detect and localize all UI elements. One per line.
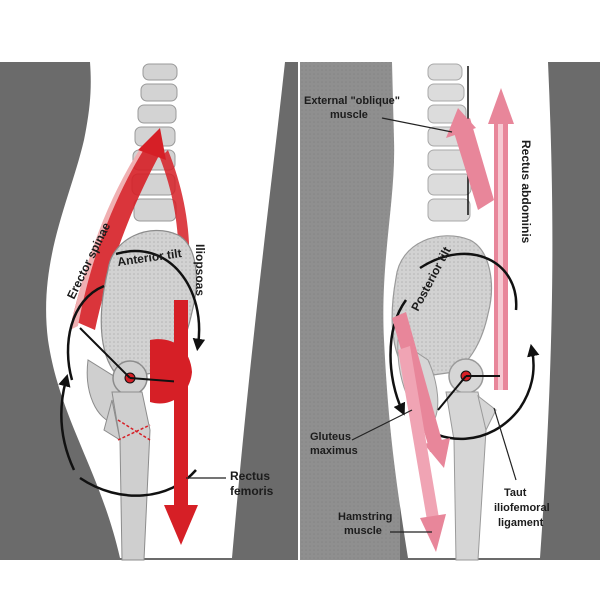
right-rotation-arrow-left <box>389 299 408 416</box>
left-panel: Erector spinae Anterior tilt Iliopsoas R… <box>0 62 298 561</box>
label-rectus-abdominis: Rectus abdominis <box>519 140 533 244</box>
label-gluteus-line1: Gluteus <box>310 431 351 443</box>
hamstring-arrowhead <box>420 514 446 552</box>
right-femur <box>445 391 487 561</box>
label-gluteus-line2: maximus <box>310 445 358 457</box>
label-taut-line1: Taut <box>504 487 527 499</box>
label-femoris-line2: femoris <box>230 484 274 498</box>
left-rotation-arc-left <box>66 284 105 381</box>
rectus-femoris-arrowhead <box>164 505 198 545</box>
rectus-abdominis-arrowhead <box>488 88 514 124</box>
label-hamstring-line2: muscle <box>344 525 382 537</box>
left-rotation-arrow-left <box>58 373 76 471</box>
label-external-oblique-line2: muscle <box>330 109 368 121</box>
left-pelvic-axis-line <box>79 327 131 379</box>
oblique-leader <box>381 117 453 133</box>
left-trochanter <box>103 399 121 442</box>
label-iliopsoas: Iliopsoas <box>193 244 207 296</box>
right-pelvic-axis-line <box>437 375 467 411</box>
label-rectus-line1: Rectus <box>230 469 270 483</box>
external-oblique-muscle <box>452 118 494 210</box>
panel-divider <box>298 62 300 560</box>
ligament-leader <box>493 407 517 481</box>
label-external-oblique-line1: External "oblique" <box>304 95 400 107</box>
gluteus-leader <box>351 409 413 441</box>
gluteus-maximus-arrowhead <box>424 438 450 468</box>
left-rotation-arrow-top <box>115 249 206 352</box>
hamstring-muscle <box>398 346 440 526</box>
right-pelvis <box>391 235 493 379</box>
right-rotation-arrow-right <box>518 343 540 409</box>
left-horizontal-line <box>129 377 183 383</box>
label-taut-line2: iliofemoral <box>494 502 550 514</box>
external-oblique-arrowhead <box>446 108 476 138</box>
label-hamstring-line1: Hamstring <box>338 511 392 523</box>
rectus-femoris-muscle <box>174 300 188 510</box>
erector-spinae-arrowhead <box>138 128 166 160</box>
right-panel: External "oblique" muscle Rectus abdomin… <box>300 62 600 561</box>
right-rotation-arc-top <box>419 252 518 311</box>
label-taut-line3: ligament <box>498 517 544 529</box>
erector-spinae-muscle <box>72 140 162 330</box>
gluteus-maximus-muscle <box>392 312 444 452</box>
right-trochanter <box>477 394 497 432</box>
